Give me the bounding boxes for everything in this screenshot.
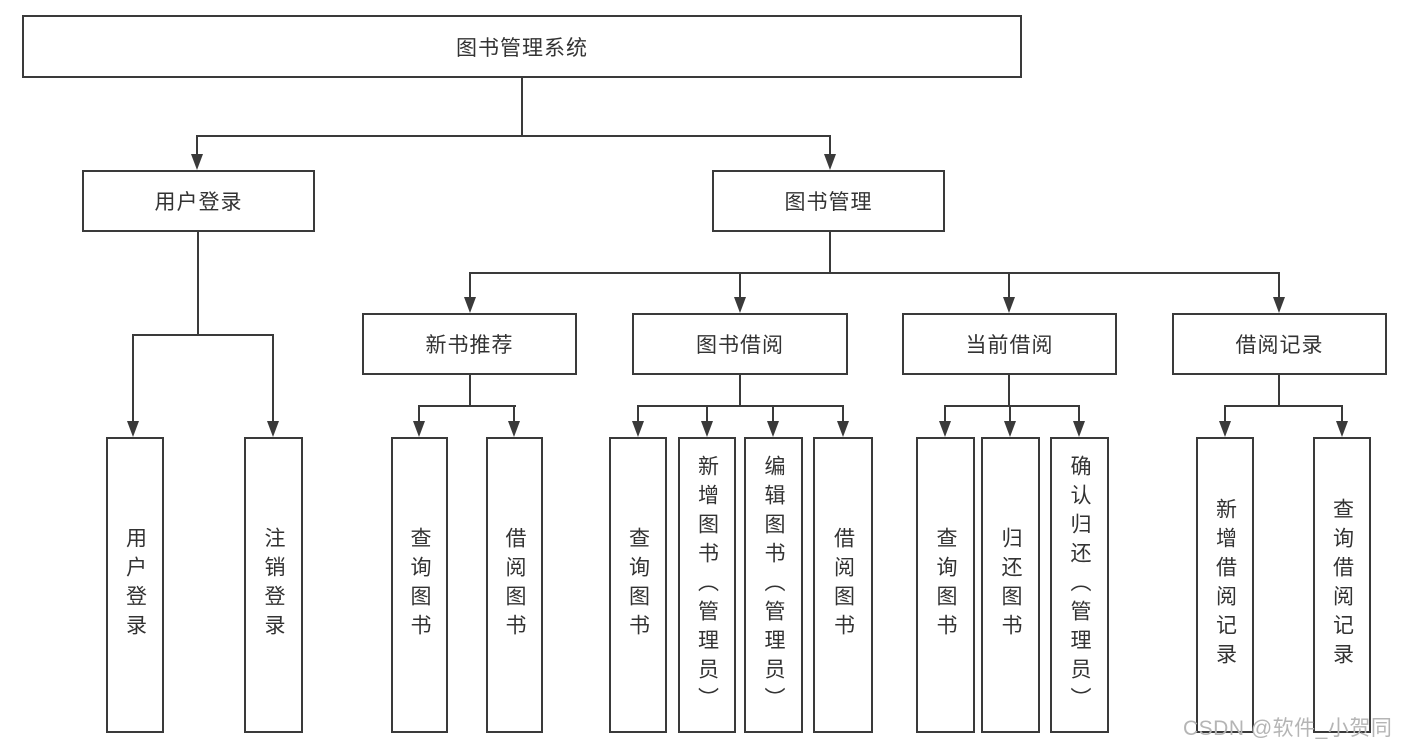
- node-new-book-recommend: 新书推荐: [362, 313, 577, 375]
- leaf-current-query-books-label: 查询图书: [934, 527, 958, 643]
- leaf-logout: 注销登录: [244, 437, 303, 733]
- connector-stub-bb-add: [706, 405, 708, 423]
- node-user-login: 用户登录: [82, 170, 315, 232]
- leaf-newbooks-borrow-books: 借阅图书: [486, 437, 543, 733]
- leaf-borrowing-edit-books-admin-label: 编辑图书（管理员）: [762, 454, 786, 716]
- connector-bookborrow-hbar: [637, 405, 843, 407]
- arrowhead-logout-leaf: [267, 421, 279, 437]
- leaf-records-query-borrow-record-label: 查询借阅记录: [1330, 498, 1354, 672]
- arrowhead-current-borrow: [1003, 297, 1015, 313]
- leaf-records-query-borrow-record: 查询借阅记录: [1313, 437, 1371, 733]
- connector-currentborrow-trunk: [1008, 375, 1010, 407]
- connector-bookmgmt-trunk: [829, 232, 831, 274]
- leaf-borrowing-query-books-label: 查询图书: [626, 527, 650, 643]
- arrowhead-bb-edit: [767, 421, 779, 437]
- connector-stub-nb-query: [418, 405, 420, 423]
- arrowhead-cb-query: [939, 421, 951, 437]
- leaf-current-confirm-return-admin: 确认归还（管理员）: [1050, 437, 1109, 733]
- leaf-borrowing-borrow-books: 借阅图书: [813, 437, 873, 733]
- node-new-book-recommend-label: 新书推荐: [425, 334, 514, 357]
- leaf-borrowing-query-books: 查询图书: [609, 437, 667, 733]
- node-borrowing-records-label: 借阅记录: [1235, 334, 1324, 357]
- connector-stub-user-login: [196, 135, 198, 155]
- connector-borrowrecords-hbar: [1224, 405, 1342, 407]
- arrowhead-book-borrow: [734, 297, 746, 313]
- connector-bookborrow-trunk: [739, 375, 741, 407]
- leaf-borrowing-borrow-books-label: 借阅图书: [831, 527, 855, 643]
- node-library-system-label: 图书管理系统: [456, 36, 588, 60]
- leaf-newbooks-query-books: 查询图书: [391, 437, 448, 733]
- arrowhead-bb-borrow: [837, 421, 849, 437]
- node-book-management: 图书管理: [712, 170, 945, 232]
- connector-stub-logout-leaf: [272, 334, 274, 423]
- arrowhead-bb-query: [632, 421, 644, 437]
- leaf-newbooks-borrow-books-label: 借阅图书: [503, 527, 527, 643]
- connector-stub-br-add: [1224, 405, 1226, 423]
- connector-stub-new-books: [469, 272, 471, 299]
- connector-stub-cb-confirm: [1078, 405, 1080, 423]
- leaf-records-add-borrow-record-label: 新增借阅记录: [1213, 498, 1237, 672]
- connector-stub-book-mgmt: [829, 135, 831, 155]
- leaf-borrowing-add-books-admin: 新增图书（管理员）: [678, 437, 736, 733]
- node-book-borrowing: 图书借阅: [632, 313, 848, 375]
- leaf-user-login-label: 用户登录: [123, 527, 147, 643]
- leaf-borrowing-add-books-admin-label: 新增图书（管理员）: [695, 454, 719, 716]
- leaf-logout-label: 注销登录: [262, 527, 286, 643]
- connector-userlogin-trunk: [197, 232, 199, 336]
- node-current-borrowing: 当前借阅: [902, 313, 1117, 375]
- connector-root-trunk: [521, 78, 523, 136]
- connector-newbooks-hbar: [418, 405, 516, 407]
- connector-stub-cb-return: [1009, 405, 1011, 423]
- connector-stub-cb-query: [944, 405, 946, 423]
- connector-bookmgmt-hbar: [469, 272, 1280, 274]
- connector-stub-bb-edit: [772, 405, 774, 423]
- connector-stub-login-leaf: [132, 334, 134, 423]
- leaf-current-return-books-label: 归还图书: [999, 527, 1023, 643]
- csdn-watermark: CSDN @软件_小贺同学: [1183, 717, 1393, 740]
- arrowhead-br-add: [1219, 421, 1231, 437]
- arrowhead-nb-borrow: [508, 421, 520, 437]
- leaf-current-return-books: 归还图书: [981, 437, 1040, 733]
- connector-stub-current-borrow: [1008, 272, 1010, 299]
- leaf-current-confirm-return-admin-label: 确认归还（管理员）: [1068, 454, 1092, 716]
- connector-stub-br-query: [1341, 405, 1343, 423]
- node-current-borrowing-label: 当前借阅: [965, 334, 1054, 357]
- connector-root-hbar: [197, 135, 831, 137]
- connector-stub-bb-borrow: [842, 405, 844, 423]
- leaf-newbooks-query-books-label: 查询图书: [408, 527, 432, 643]
- arrowhead-cb-confirm: [1073, 421, 1085, 437]
- arrowhead-borrow-records: [1273, 297, 1285, 313]
- leaf-borrowing-edit-books-admin: 编辑图书（管理员）: [744, 437, 803, 733]
- node-user-login-label: 用户登录: [154, 191, 243, 214]
- leaf-user-login: 用户登录: [106, 437, 164, 733]
- node-library-system: 图书管理系统: [22, 15, 1022, 78]
- arrowhead-new-books: [464, 297, 476, 313]
- connector-stub-bb-query: [637, 405, 639, 423]
- connector-stub-book-borrow: [739, 272, 741, 299]
- arrowhead-br-query: [1336, 421, 1348, 437]
- connector-userlogin-hbar: [133, 334, 274, 336]
- arrowhead-cb-return: [1004, 421, 1016, 437]
- leaf-current-query-books: 查询图书: [916, 437, 975, 733]
- node-borrowing-records: 借阅记录: [1172, 313, 1387, 375]
- node-book-borrowing-label: 图书借阅: [696, 334, 784, 357]
- connector-stub-nb-borrow: [513, 405, 515, 423]
- arrowhead-login-leaf: [127, 421, 139, 437]
- connector-stub-borrow-records: [1278, 272, 1280, 299]
- node-book-management-label: 图书管理: [784, 191, 873, 214]
- connector-currentborrow-hbar: [944, 405, 1080, 407]
- connector-newbooks-trunk: [469, 375, 471, 407]
- arrowhead-bb-add: [701, 421, 713, 437]
- leaf-records-add-borrow-record: 新增借阅记录: [1196, 437, 1254, 733]
- arrowhead-nb-query: [413, 421, 425, 437]
- connector-borrowrecords-trunk: [1278, 375, 1280, 407]
- arrowhead-book-mgmt: [824, 154, 836, 170]
- arrowhead-user-login: [191, 154, 203, 170]
